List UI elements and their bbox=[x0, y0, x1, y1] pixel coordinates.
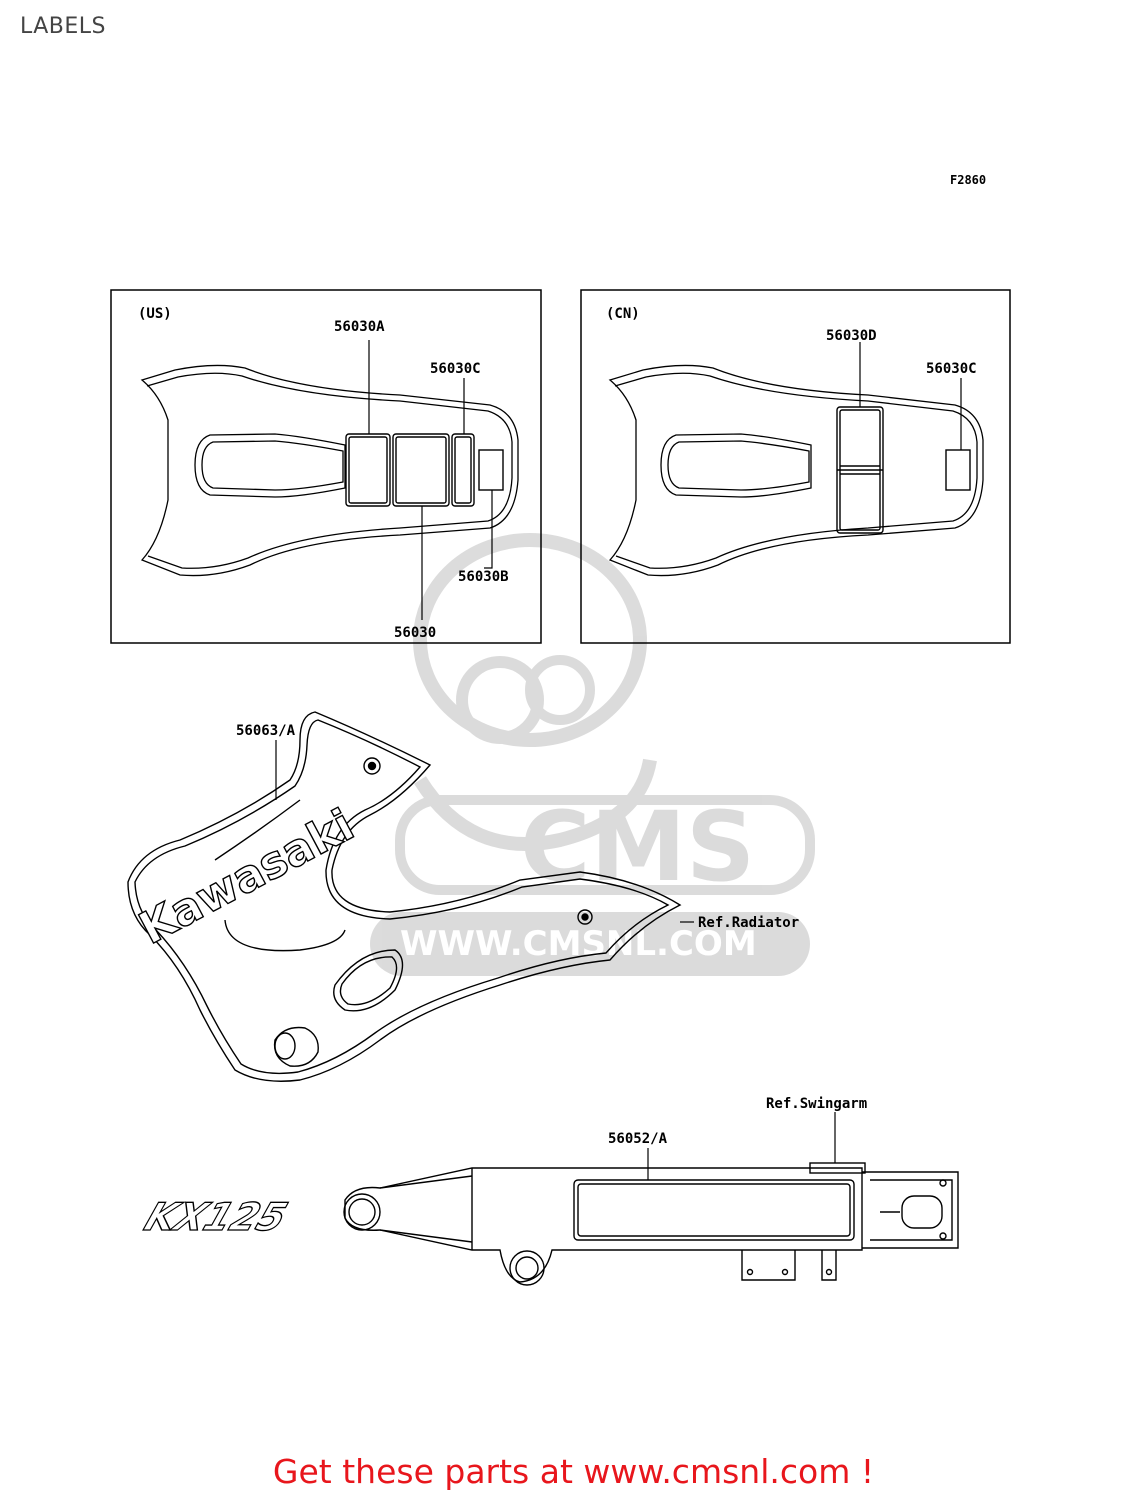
rear-fender-drawing-cn bbox=[608, 364, 984, 577]
footer-link[interactable]: Get these parts at www.cmsnl.com ! bbox=[272, 1452, 875, 1491]
rear-fender-drawing bbox=[140, 364, 519, 577]
figure-code: F2860 bbox=[950, 173, 986, 187]
swingarm-decal-text: KX125 bbox=[139, 1196, 293, 1240]
radiator-shroud bbox=[127, 711, 682, 1082]
callout-56030C-us: 56030C bbox=[430, 361, 481, 377]
cn-label-rects bbox=[836, 406, 971, 534]
callout-56063A: 56063/A bbox=[236, 723, 296, 739]
shroud-decal-text: Kawasaki bbox=[131, 800, 362, 955]
ref-swingarm: Ref.Swingarm bbox=[766, 1096, 867, 1112]
ref-radiator: Ref.Radiator bbox=[698, 915, 799, 931]
swingarm bbox=[343, 1162, 959, 1286]
cmsnl-watermark: CMS WWW.CMSNL.COM bbox=[370, 533, 815, 976]
callout-56052A: 56052/A bbox=[608, 1131, 668, 1147]
page-title: LABELS bbox=[20, 14, 107, 39]
panel-us: (US) 56030A 56030C 56030B 56030 bbox=[110, 289, 542, 644]
callout-56030D: 56030D bbox=[826, 328, 877, 344]
us-label-rects bbox=[345, 433, 504, 507]
panel-cn: (CN) 56030D 56030C bbox=[580, 289, 1011, 644]
panel-us-region: (US) bbox=[138, 306, 172, 322]
callout-56030B: 56030B bbox=[458, 569, 509, 585]
watermark-logo-text: CMS bbox=[520, 791, 755, 903]
panel-cn-region: (CN) bbox=[606, 306, 640, 322]
callout-56030: 56030 bbox=[394, 625, 436, 641]
callout-56030C-cn: 56030C bbox=[926, 361, 977, 377]
callout-56030A: 56030A bbox=[334, 319, 385, 335]
